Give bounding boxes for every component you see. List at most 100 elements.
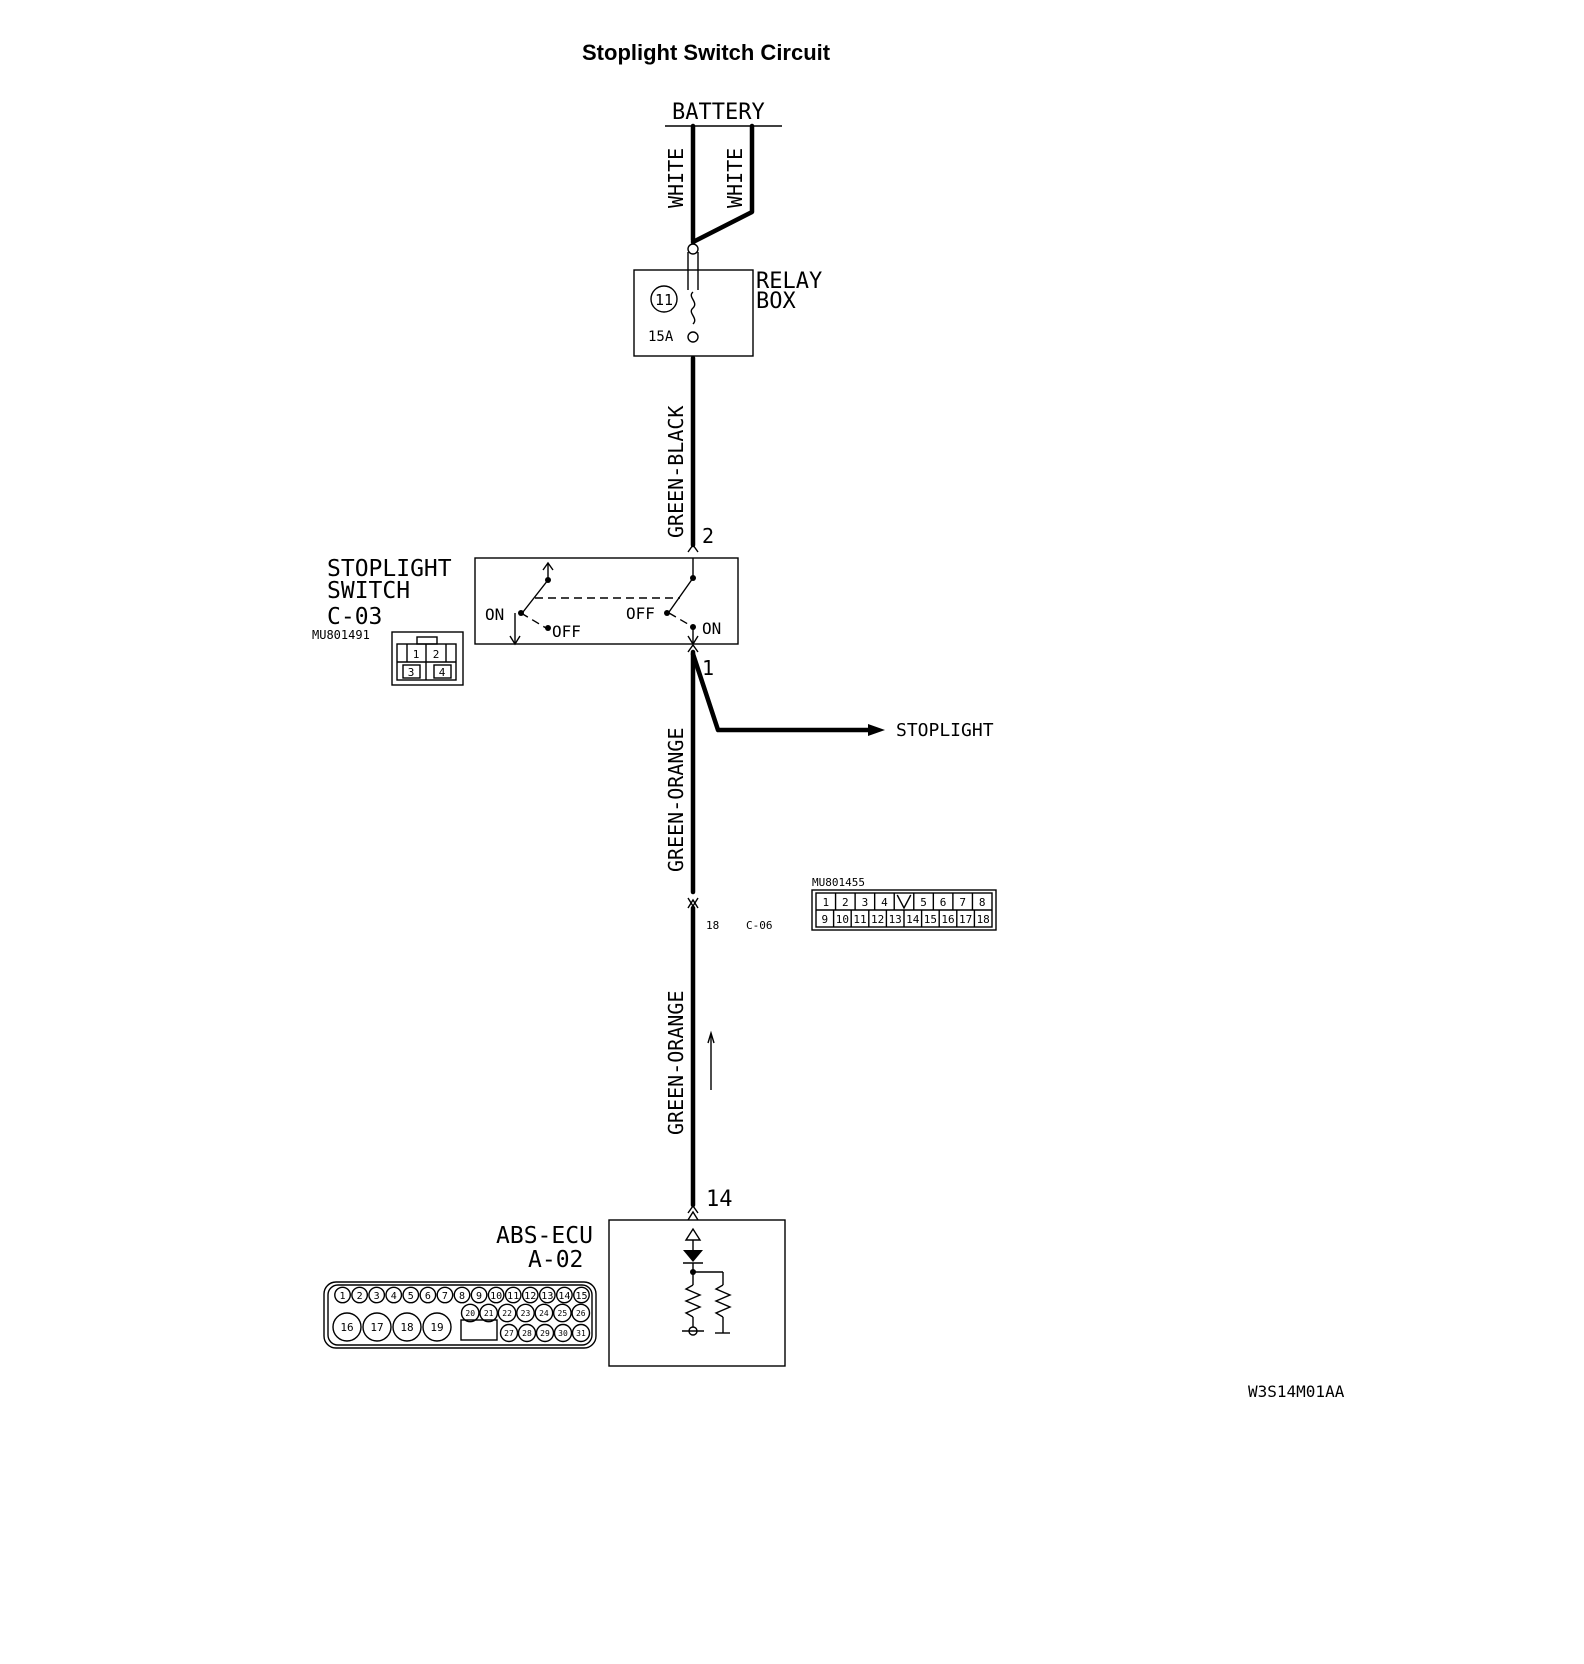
stoplight-arrow [868, 724, 885, 736]
wire-label-white-left: WHITE [664, 148, 688, 208]
stoplight-switch-part-number: MU801491 [312, 628, 370, 642]
ecu-pin-circle-small [497, 1303, 517, 1323]
white-wires: WHITE WHITE [664, 123, 755, 245]
ecu-pin-label: 31 [576, 1329, 586, 1338]
ecu-pin-circle-small [553, 1323, 573, 1343]
c06-pin: 18 [706, 919, 719, 932]
c06-pin-cell: 2 [842, 896, 849, 909]
ecu-pin-label: 13 [541, 1291, 553, 1302]
ecu-pin-circle-small [571, 1323, 591, 1343]
diagram-title: Stoplight Switch Circuit [582, 40, 831, 65]
ecu-pin-circle-small [516, 1303, 535, 1323]
abs-ecu-label-line2: A-02 [528, 1247, 583, 1273]
wire-label-white-right: WHITE [723, 148, 747, 208]
ecu-pin-circle [453, 1286, 471, 1304]
ecu-pin-label: 14 [558, 1291, 570, 1302]
ecu-pin-label: 30 [558, 1329, 568, 1338]
ecu-pin-label: 2 [357, 1291, 363, 1302]
c06-pin-cell: 3 [862, 896, 869, 909]
switch-right-off: OFF [626, 604, 655, 623]
c06-pin-cell: 12 [871, 913, 884, 926]
ecu-pin-label: 21 [484, 1309, 494, 1318]
ecu-pin-circle [470, 1286, 488, 1304]
stoplight-switch-code: C-03 [327, 604, 382, 630]
ecu-pin-circle [436, 1286, 454, 1304]
green-orange-upper-wire: STOPLIGHT GREEN-ORANGE [664, 643, 994, 908]
ecu-pin-label: 3 [374, 1291, 380, 1302]
switch-connector-pin-4: 4 [439, 666, 446, 679]
wire-label-green-black: GREEN-BLACK [664, 406, 688, 538]
ecu-pin-circle-small [552, 1303, 572, 1323]
c06-pin-cell: 15 [924, 913, 937, 926]
relay-box: 11 15A RELAY BOX [633, 243, 822, 357]
ecu-pin-circle-small [534, 1303, 554, 1323]
ecu-pin-label: 25 [558, 1309, 568, 1318]
fuse-number: 11 [655, 291, 673, 309]
ecu-pin-circle-large [362, 1312, 392, 1342]
switch-pin-bottom: 1 [702, 656, 714, 680]
ecu-pin-label: 27 [504, 1329, 514, 1338]
ecu-pin-circle [504, 1286, 522, 1304]
battery: BATTERY [665, 100, 782, 127]
switch-pin-top: 2 [702, 524, 714, 548]
ecu-pin-circle-large [422, 1312, 452, 1342]
abs-ecu-label-line1: ABS-ECU [496, 1223, 593, 1249]
c06-pin-cell: 9 [821, 913, 828, 926]
fuse-number-badge [650, 285, 678, 313]
ecu-pin-circle-large [392, 1312, 422, 1342]
ecu-resistor-right [714, 1284, 732, 1318]
ecu-pin-label: 23 [521, 1309, 531, 1318]
stoplight-switch-label-line1: STOPLIGHT [327, 556, 452, 582]
ecu-pin-label: 17 [370, 1321, 383, 1334]
stoplight-switch: ON OFF OFF ON STOPLIGHT SWITCH C-03 MU80… [312, 556, 739, 680]
ecu-pin-label: 6 [425, 1291, 431, 1302]
ecu-pin-label: 26 [576, 1309, 586, 1318]
ecu-pin-circle-small [460, 1303, 480, 1323]
ecu-pin-label: 22 [502, 1309, 512, 1318]
c06-pin-cell: 16 [941, 913, 954, 926]
fuse-rating: 15A [648, 329, 674, 345]
ecu-resistor-left [684, 1284, 702, 1318]
stoplight-switch-label-line2: SWITCH [327, 578, 410, 604]
ecu-pin-label: 8 [459, 1291, 465, 1302]
c06-pin-cell: 5 [920, 896, 927, 909]
ecu-pin-circle-small [571, 1303, 591, 1323]
c06-pin-cell: 13 [889, 913, 902, 926]
c06-code: C-06 [746, 919, 773, 932]
ecu-pin-label: 19 [430, 1321, 443, 1334]
ecu-pin-label: 20 [465, 1309, 475, 1318]
ecu-pin-circle-large [332, 1312, 362, 1342]
ecu-pin-circle [521, 1286, 539, 1304]
ecu-pin-label: 4 [391, 1291, 397, 1302]
relay-box-label-line2: BOX [756, 289, 796, 314]
c06-pin-cell: 1 [822, 896, 829, 909]
ecu-pin-label: 10 [490, 1291, 502, 1302]
c06-pin-cell: 18 [977, 913, 990, 926]
switch-connector-face: 1 2 3 4 [391, 631, 464, 686]
ecu-pin-circle-small [499, 1323, 519, 1343]
abs-ecu: ABS-ECU A-02 [496, 1210, 786, 1367]
relay-box-label-line1: RELAY [756, 269, 822, 294]
ecu-pin-circle [573, 1286, 590, 1304]
switch-right-on: ON [702, 619, 721, 638]
ecu-pin-label: 16 [340, 1321, 353, 1334]
green-black-wire: GREEN-BLACK 2 [664, 355, 714, 553]
ecu-pin-circle [555, 1286, 573, 1304]
switch-connector-pin-1: 1 [413, 648, 420, 661]
wire-label-green-orange-upper: GREEN-ORANGE [664, 728, 688, 873]
ecu-diode [683, 1250, 703, 1262]
ecu-pin-circle [402, 1286, 420, 1304]
ecu-pin-circle [538, 1286, 556, 1304]
ecu-pin-label: 9 [476, 1291, 482, 1302]
c06-pin-cell: 7 [959, 896, 966, 909]
ecu-pin-circle [368, 1286, 386, 1304]
ecu-pin: 14 [706, 1187, 733, 1212]
wire-label-green-orange-lower: GREEN-ORANGE [664, 991, 688, 1136]
ecu-pin-label: 15 [575, 1291, 587, 1302]
c06-pin-cell: 10 [836, 913, 849, 926]
ecu-pin-label: 18 [400, 1321, 413, 1334]
c06-pin-cell: 6 [940, 896, 947, 909]
